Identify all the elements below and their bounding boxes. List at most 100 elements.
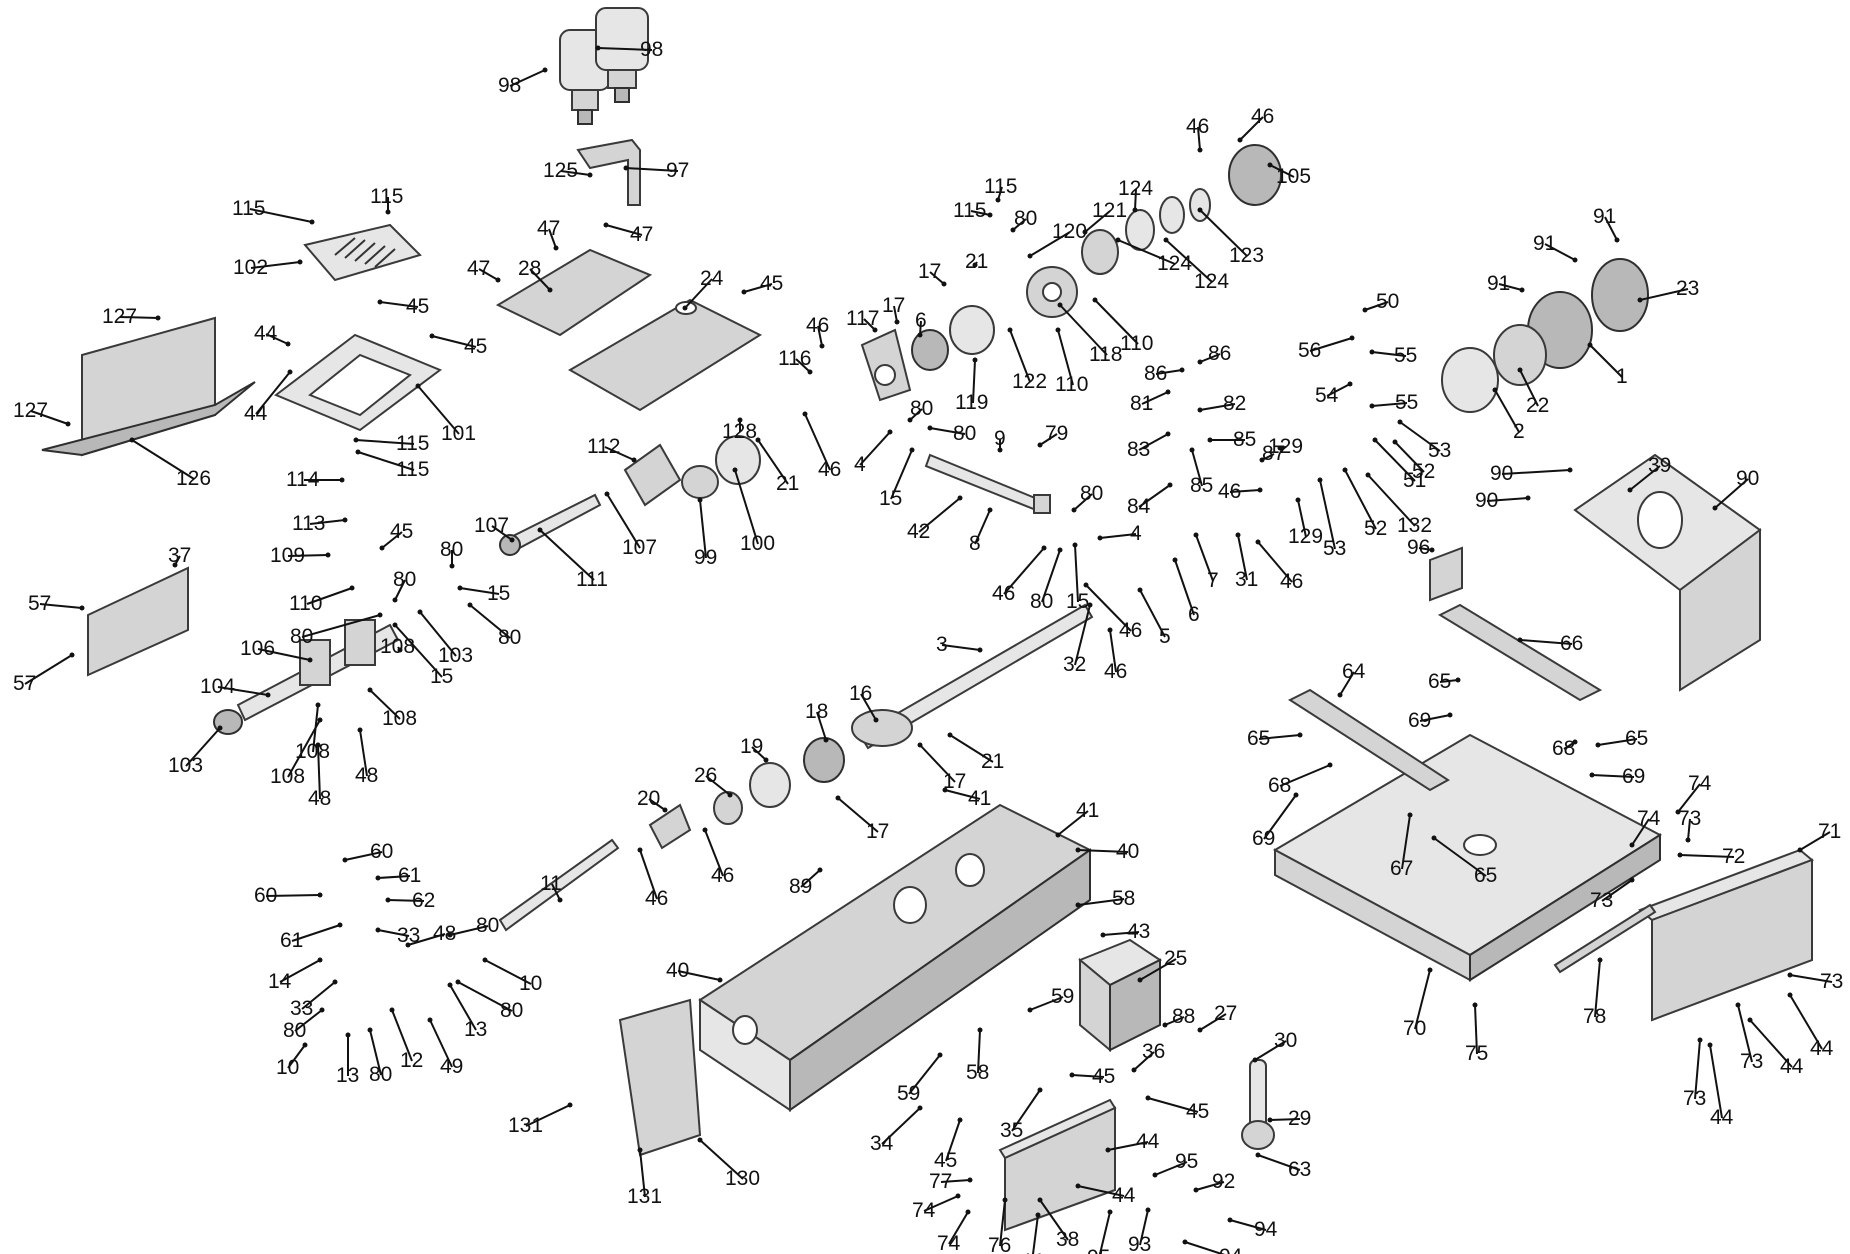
leader-line xyxy=(279,959,321,983)
leader-line xyxy=(1631,818,1650,846)
leader-arrowhead xyxy=(997,447,1003,453)
bracket-20 xyxy=(648,803,692,850)
callout-number: 14 xyxy=(268,970,292,993)
callout-number: 6 xyxy=(1188,603,1200,626)
leader-line xyxy=(1138,433,1169,451)
leader-arrowhead xyxy=(807,369,813,375)
leader-arrowhead xyxy=(1362,307,1368,313)
callout-number: 65 xyxy=(1625,727,1648,750)
leader-line xyxy=(1165,239,1213,283)
callout-59: 59 xyxy=(1027,985,1074,1013)
leader-line xyxy=(1629,465,1661,491)
callout-number: 50 xyxy=(1376,290,1399,313)
callout-number: 119 xyxy=(955,391,988,414)
callout-46: 46 xyxy=(1104,627,1127,683)
callout-85: 85 xyxy=(1189,447,1213,497)
callout-45: 45 xyxy=(1145,1095,1209,1123)
leader-line xyxy=(1009,329,1031,383)
leader-line xyxy=(1519,639,1573,645)
callout-66: 66 xyxy=(1517,632,1583,655)
leader-line xyxy=(941,644,981,651)
leader-arrowhead xyxy=(1267,1117,1273,1123)
leader-line xyxy=(1258,734,1301,740)
callout-99: 99 xyxy=(694,497,717,569)
leader-arrowhead xyxy=(417,609,423,615)
leader-line xyxy=(449,925,489,936)
leader-line xyxy=(1401,814,1411,870)
leader-arrowhead xyxy=(1517,367,1523,373)
callout-75: 75 xyxy=(1465,1002,1488,1065)
callout-46: 46 xyxy=(702,827,734,887)
leader-line xyxy=(457,981,513,1012)
leader-arrowhead xyxy=(509,537,515,543)
leader-line xyxy=(294,1009,323,1032)
leader-arrowhead xyxy=(302,1042,308,1048)
callout-64: 64 xyxy=(1337,660,1366,698)
leader-line xyxy=(1139,1209,1149,1246)
callout-61: 61 xyxy=(280,922,343,952)
leader-arrowhead xyxy=(1397,419,1403,425)
pulley-23 xyxy=(1591,258,1649,332)
callout-91: 91 xyxy=(1533,232,1578,263)
callout-number: 98 xyxy=(640,38,663,61)
leader-arrowhead xyxy=(697,497,703,503)
leader-arrowhead xyxy=(1069,1072,1075,1078)
shaft-11 xyxy=(498,838,620,932)
leader-arrowhead xyxy=(1002,1197,1008,1203)
callout-number: 48 xyxy=(308,787,331,810)
callout-number: 80 xyxy=(290,625,313,648)
callout-6: 6 xyxy=(1172,557,1200,626)
callout-number: 45 xyxy=(934,1149,957,1172)
leader-arrowhead xyxy=(1097,535,1103,541)
leader-line xyxy=(1032,1214,1039,1254)
leader-arrowhead xyxy=(377,612,383,618)
callout-number: 44 xyxy=(1780,1055,1804,1078)
callout-116: 116 xyxy=(778,347,813,375)
bearing-121 xyxy=(1081,229,1119,275)
leader-line xyxy=(529,268,551,291)
leader-line xyxy=(699,1139,744,1180)
leader-line xyxy=(1414,969,1431,1030)
callout-22: 22 xyxy=(1517,367,1549,417)
callout-number: 74 xyxy=(1637,807,1661,830)
callout-number: 95 xyxy=(1087,1246,1110,1254)
leader-arrowhead xyxy=(357,727,363,733)
callout-113: 113 xyxy=(292,512,348,535)
callout-110: 110 xyxy=(1092,297,1153,355)
callout-number: 85 xyxy=(1190,474,1213,497)
callout-number: 1 xyxy=(1616,365,1628,388)
callout-number: 99 xyxy=(694,546,717,569)
leader-arrowhead xyxy=(887,429,893,435)
callout-number: 80 xyxy=(283,1019,306,1042)
callout-29: 29 xyxy=(1267,1107,1311,1130)
leader-arrowhead xyxy=(1167,482,1173,488)
callout-5: 5 xyxy=(1137,587,1171,648)
leader-line xyxy=(1237,534,1248,581)
callout-13: 13 xyxy=(447,982,487,1041)
callout-129: 129 xyxy=(1288,497,1323,548)
leader-arrowhead xyxy=(1629,877,1635,883)
leader-line xyxy=(217,686,269,696)
leader-line xyxy=(800,869,821,888)
leader-line xyxy=(355,439,415,445)
leader-line xyxy=(1011,1089,1041,1132)
leader-arrowhead xyxy=(375,875,381,881)
leader-line xyxy=(1199,1013,1227,1031)
callout-94: 94 xyxy=(1227,1217,1278,1241)
callout-number: 47 xyxy=(630,223,653,246)
leader-line xyxy=(795,358,811,373)
leader-line xyxy=(734,469,759,545)
leader-line xyxy=(1139,589,1166,638)
callout-101: 101 xyxy=(415,383,476,445)
callout-number: 65 xyxy=(1247,727,1270,750)
leader-line xyxy=(1133,1051,1155,1071)
callout-89: 89 xyxy=(789,867,823,898)
callout-40: 40 xyxy=(666,959,723,983)
leader-arrowhead xyxy=(1182,1239,1188,1245)
callout-number: 91 xyxy=(1533,232,1556,255)
callout-number: 131 xyxy=(627,1185,662,1208)
callout-number: 52 xyxy=(1412,460,1435,483)
washer-124b xyxy=(1159,196,1185,234)
main-frame-40 xyxy=(698,803,1092,1112)
callout-number: 17 xyxy=(882,294,905,317)
